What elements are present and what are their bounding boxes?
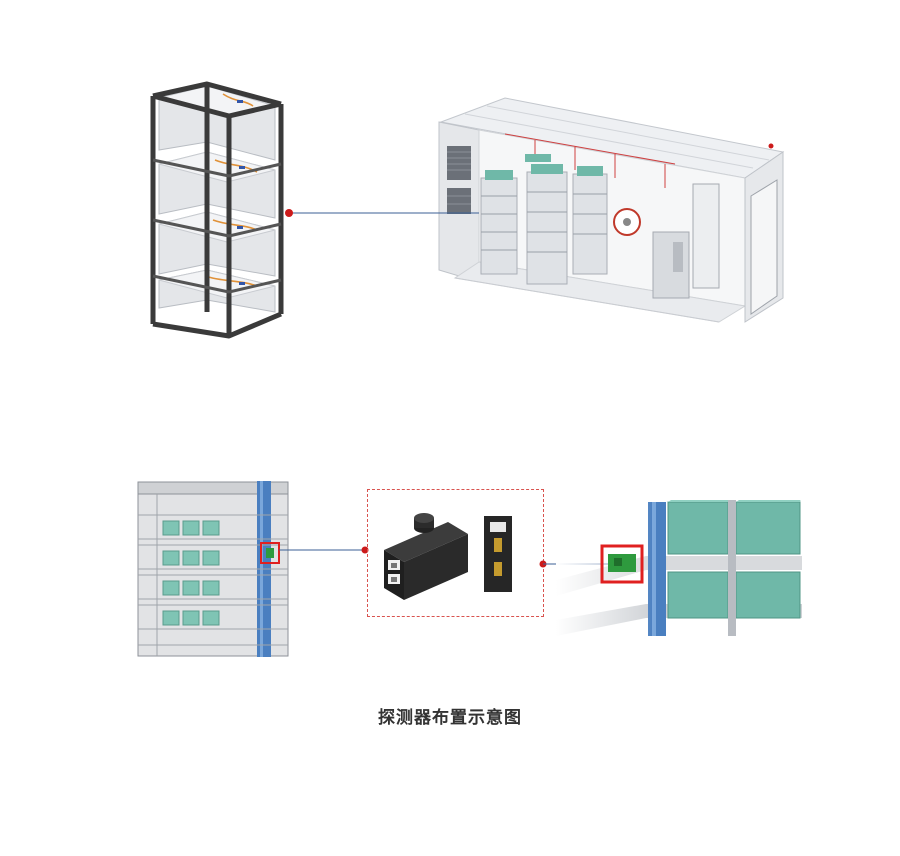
left-connector [279, 546, 369, 554]
storage-container-illustration [438, 97, 785, 323]
detector-device-photo [384, 513, 512, 600]
rack-front-elevation [137, 481, 289, 657]
battery-rack-illustration [150, 81, 284, 339]
top-connector [285, 209, 479, 217]
detector-installation-closeup [556, 500, 802, 636]
figure-caption: 探测器布置示意图 [378, 708, 522, 728]
detector-product-frame [367, 489, 544, 617]
